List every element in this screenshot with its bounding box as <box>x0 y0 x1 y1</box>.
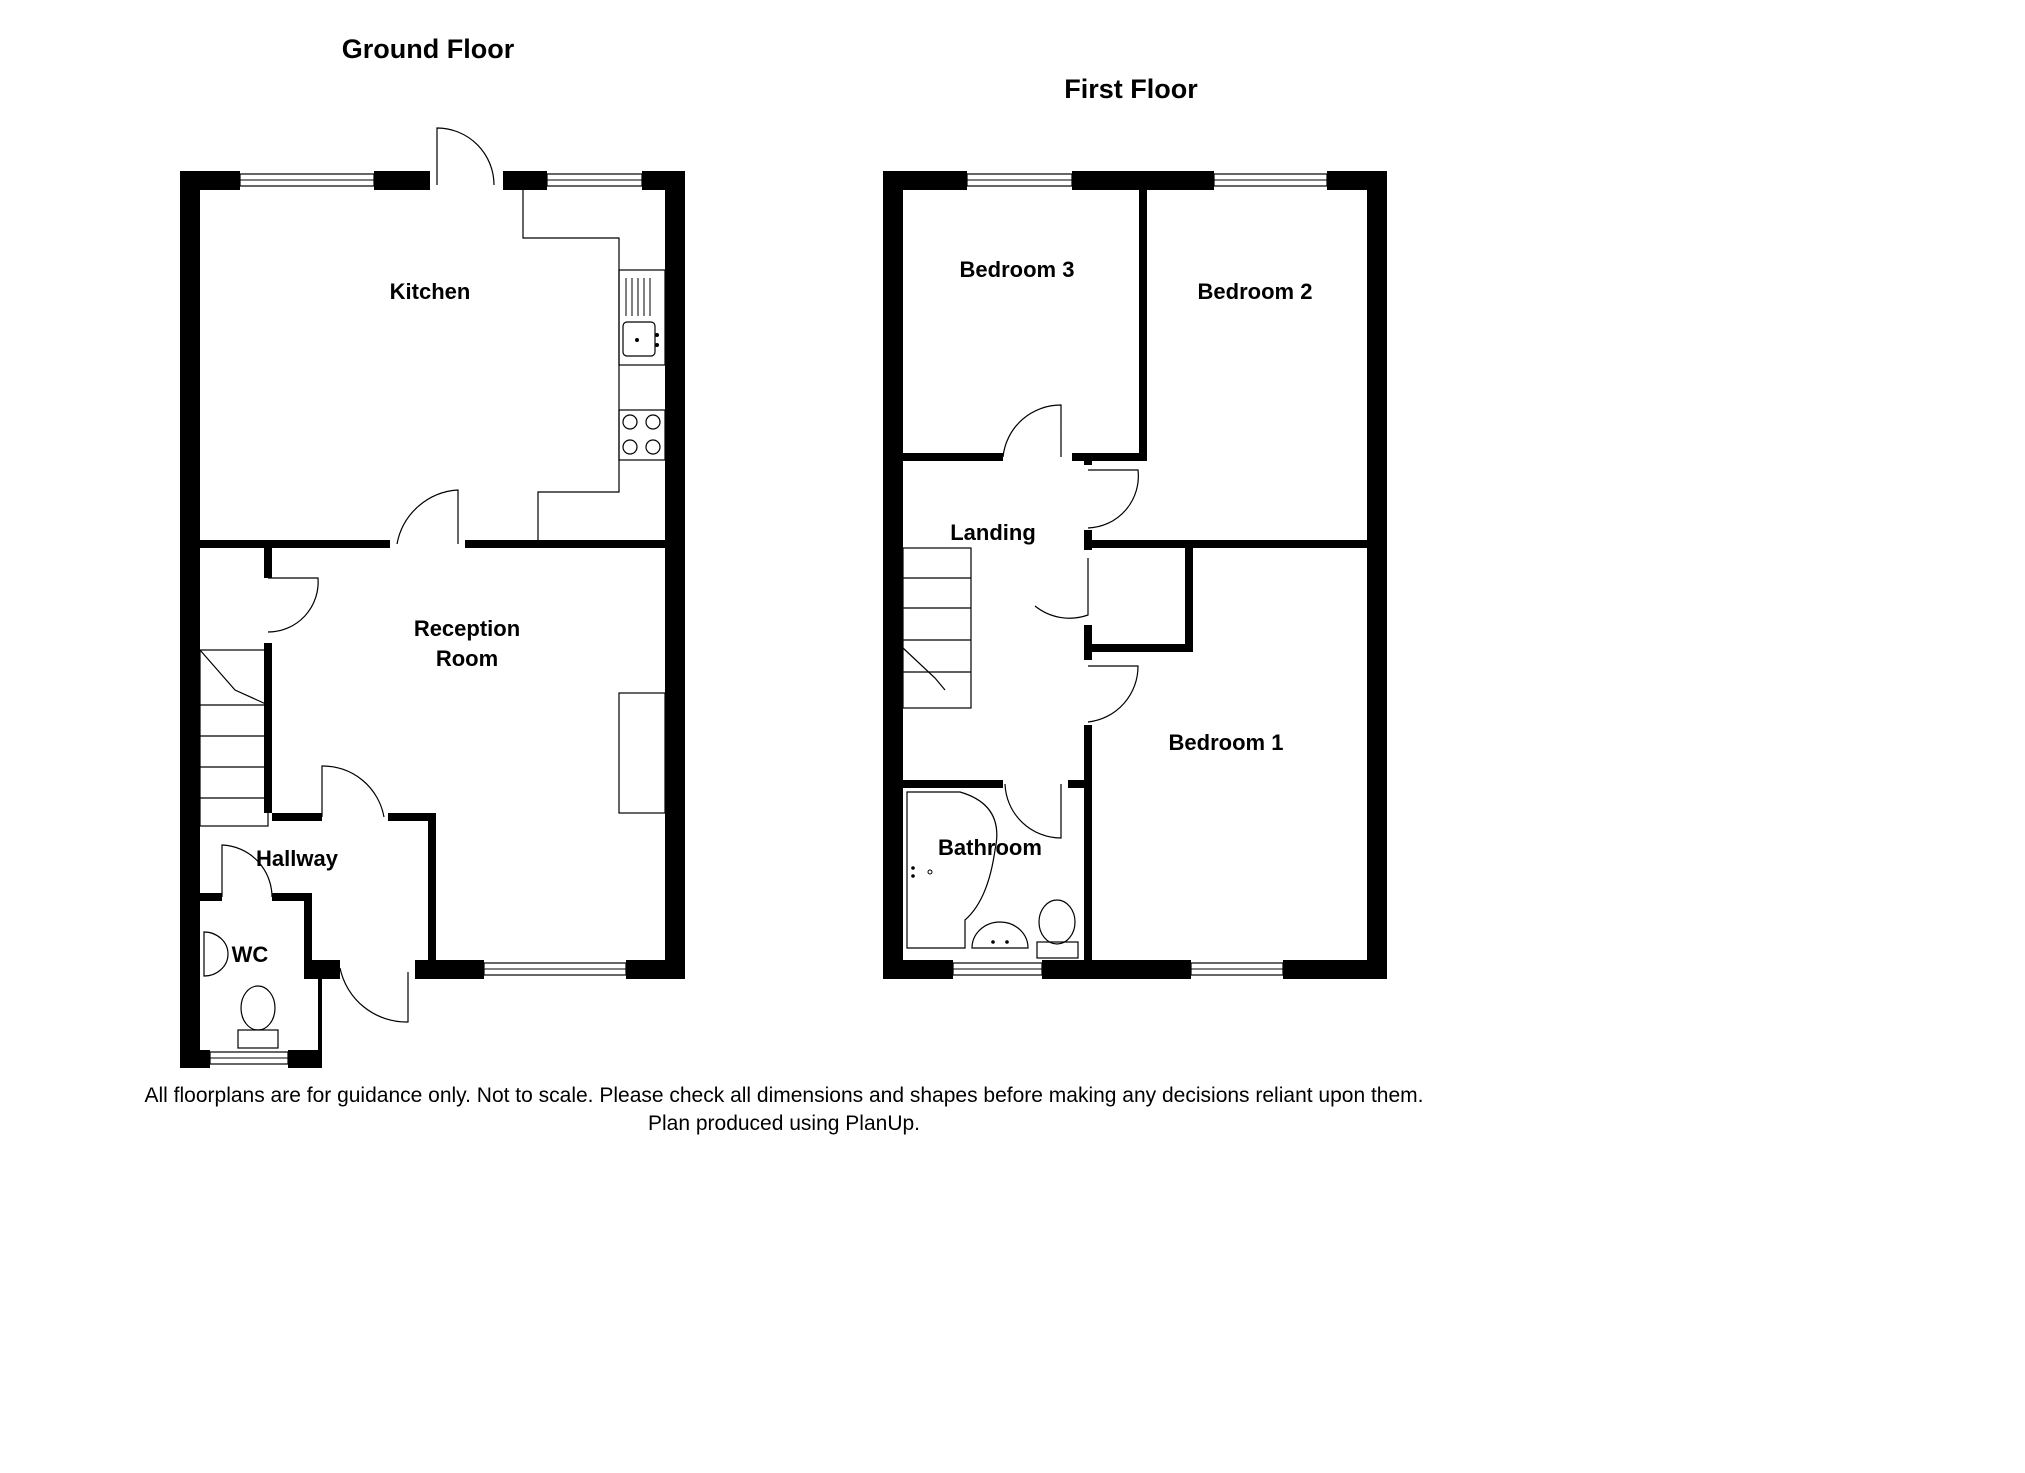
ground-floor-plan: Ground Floor <box>180 34 685 1068</box>
bathroom-basin-icon <box>971 921 1029 949</box>
bedroom1-label: Bedroom 1 <box>1169 730 1284 755</box>
kitchen-window-right-icon <box>546 173 643 187</box>
first-floor-walls <box>883 171 1387 979</box>
bathroom-sanitaryware <box>906 791 1079 959</box>
bathroom-window-icon <box>952 962 1043 976</box>
toilet-icon <box>240 985 276 1031</box>
disclaimer: All floorplans are for guidance only. No… <box>0 1082 1568 1138</box>
bathroom-toilet-icon <box>1038 899 1076 945</box>
first-floor-plan: First Floor <box>883 74 1387 979</box>
bedroom1-window-icon <box>1190 962 1284 976</box>
hob-icon <box>618 409 666 461</box>
cupboard-door-icon <box>1034 558 1089 619</box>
first-floor-windows <box>952 173 1328 976</box>
wc-basin-icon <box>203 931 229 977</box>
landing-label: Landing <box>950 520 1036 545</box>
kitchen-door-icon <box>396 489 459 545</box>
first-floor-stairs-icon <box>902 547 972 709</box>
sink-drainer-icon <box>622 278 659 357</box>
ground-floor-doors <box>221 127 495 1023</box>
kitchen-window-left-icon <box>239 173 375 187</box>
reception-window-icon <box>483 962 627 976</box>
wc-door-icon <box>221 844 273 898</box>
disclaimer-line1: All floorplans are for guidance only. No… <box>144 1084 1424 1107</box>
bedroom2-label: Bedroom 2 <box>1198 279 1313 304</box>
hallway-door-icon <box>321 765 385 818</box>
first-floor-title: First Floor <box>1064 74 1198 104</box>
kitchen-units <box>522 190 666 814</box>
wc-sanitaryware <box>203 931 279 1049</box>
bedroom1-door-icon <box>1087 665 1139 723</box>
bedroom3-door-icon <box>1002 404 1062 458</box>
first-floor-doors <box>1002 404 1139 839</box>
ground-floor-windows <box>209 173 643 1065</box>
bathroom-door-icon <box>1004 783 1062 839</box>
kitchen-label: Kitchen <box>390 279 471 304</box>
front-door-icon <box>339 967 409 1023</box>
reception-room-label-line1: Reception <box>414 616 520 641</box>
bedroom3-window-icon <box>966 173 1073 187</box>
wc-label: WC <box>232 942 269 967</box>
bath-icon <box>906 791 998 949</box>
disclaimer-line2: Plan produced using PlanUp. <box>647 1112 920 1135</box>
fireplace-icon <box>618 692 666 814</box>
back-door-icon <box>436 127 495 186</box>
bedroom3-label: Bedroom 3 <box>960 257 1075 282</box>
reception-room-label-line2: Room <box>436 646 498 671</box>
hallway-label: Hallway <box>256 846 339 871</box>
floorplan: Ground Floor <box>180 34 1387 1068</box>
wc-window-icon <box>209 1051 289 1065</box>
bedroom2-window-icon <box>1213 173 1328 187</box>
bedroom2-door-icon <box>1087 469 1139 529</box>
bathroom-label: Bathroom <box>938 835 1042 860</box>
ground-floor-stairs-icon <box>199 649 269 827</box>
understairs-door-icon <box>267 577 319 633</box>
ground-floor-title: Ground Floor <box>342 34 515 64</box>
